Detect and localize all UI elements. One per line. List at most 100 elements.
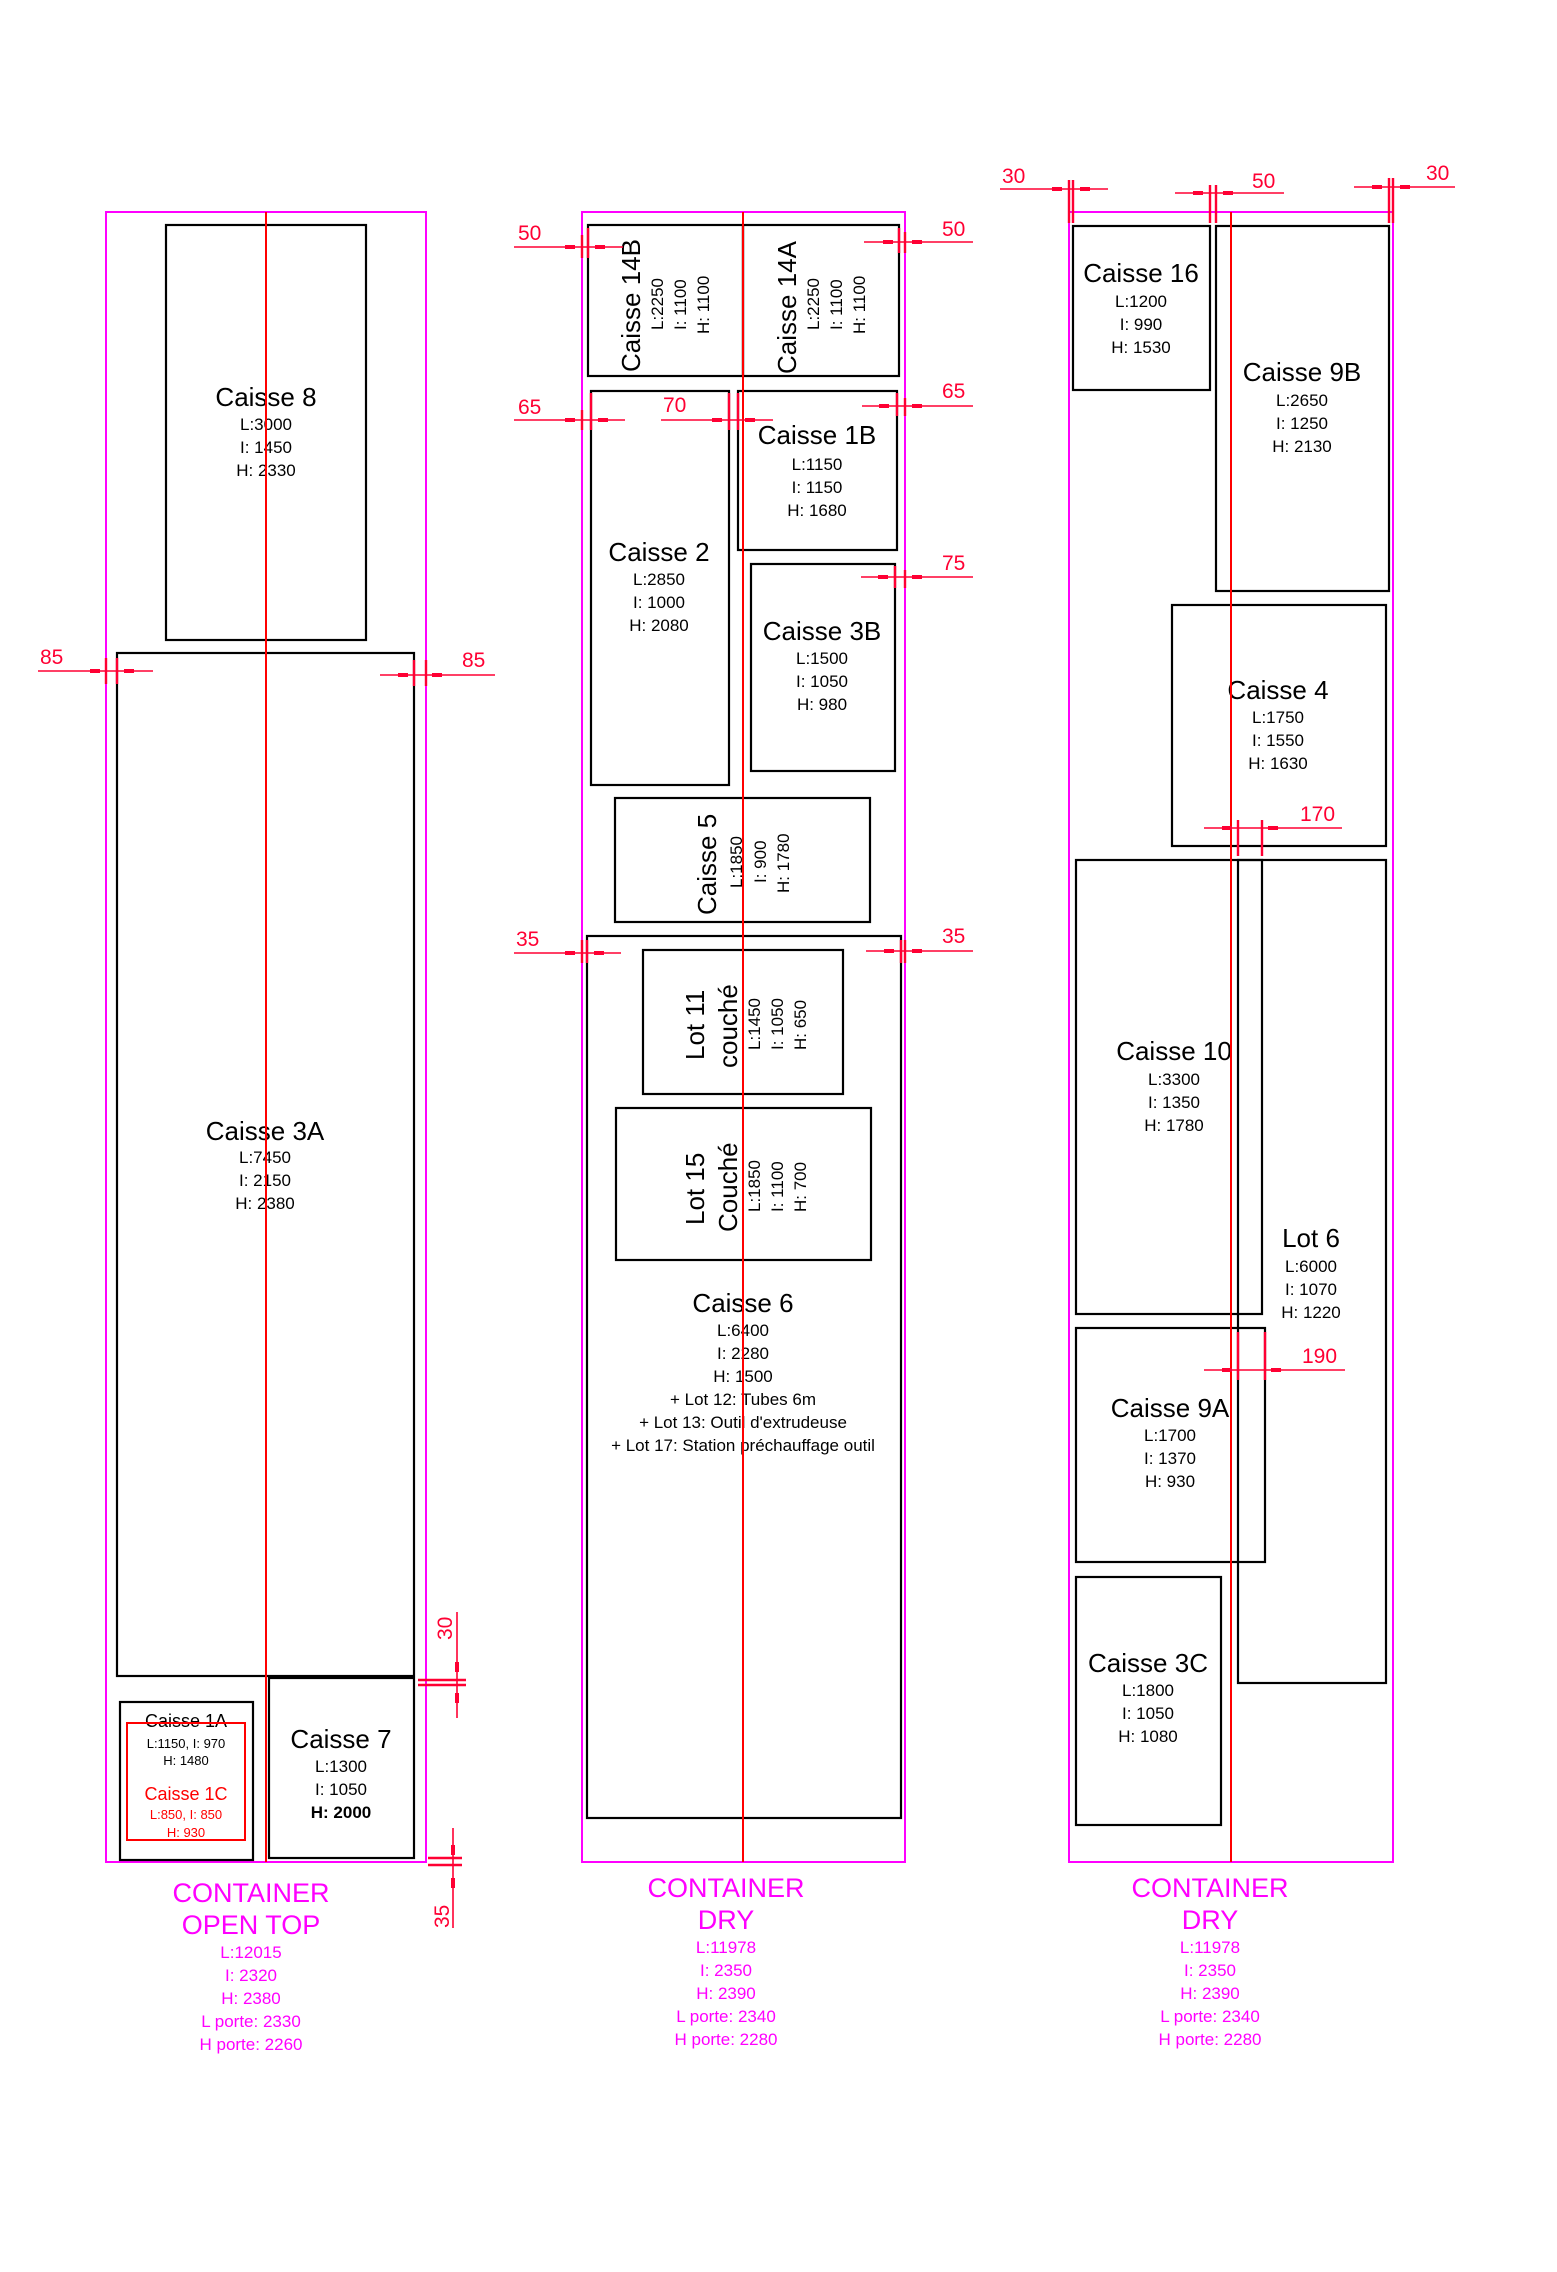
dimension-left-65: 65: [514, 393, 625, 430]
crate-width: I: 1100: [768, 1161, 787, 1212]
crate-title: Caisse 10: [1116, 1036, 1232, 1066]
door-width: L porte: 2340: [676, 2007, 776, 2026]
dimension-right-75: 75: [861, 552, 973, 588]
dimension-label: 70: [663, 394, 686, 417]
dimension-right-85: 85: [380, 649, 495, 686]
crate-outline: [749, 562, 897, 773]
dimension-left-85: 85: [38, 646, 153, 684]
crate-caisse-3c[interactable]: Caisse 3C L:1800 I: 1050 H: 1080: [1074, 1575, 1223, 1827]
crate-outline: [1214, 224, 1391, 593]
crate-height: H: 1080: [1118, 1727, 1178, 1746]
crate-width: I: 1070: [1285, 1280, 1337, 1299]
crate-caisse-16[interactable]: Caisse 16 L:1200 I: 990 H: 1530: [1071, 224, 1212, 392]
crate-caisse-1a[interactable]: Caisse 1A L:1150, I: 970 H: 1480: [118, 1700, 255, 1862]
crate-outline: [1074, 1575, 1223, 1827]
container-type-line1: CONTAINER: [172, 1878, 329, 1908]
container-height: H: 2390: [1180, 1984, 1240, 2003]
crate-height: H: 1680: [787, 501, 847, 520]
crate-outline: [1236, 858, 1388, 1685]
dimension-label: 35: [516, 928, 539, 951]
container-height: H: 2390: [696, 1984, 756, 2003]
crate-height: H: 1630: [1248, 754, 1308, 773]
container-type-line1: CONTAINER: [647, 1873, 804, 1903]
crate-height: H: 2000: [311, 1803, 371, 1822]
crate-height: H: 2130: [1272, 437, 1332, 456]
crate-outline: [1071, 224, 1212, 392]
dimension-right-50: 50: [864, 218, 973, 253]
crate-length: L:1150: [792, 455, 843, 474]
container-type-line2: OPEN TOP: [182, 1910, 321, 1940]
container-type-line2: DRY: [1182, 1905, 1239, 1935]
crate-outline: [118, 1700, 255, 1862]
crate-height: H: 1220: [1281, 1303, 1341, 1322]
crate-title: Caisse 4: [1227, 675, 1328, 705]
crate-length: L:1700: [1144, 1426, 1196, 1445]
crate-length: L:1450: [745, 998, 764, 1050]
door-width: L porte: 2340: [1160, 2007, 1260, 2026]
crate-title: Caisse 9B: [1243, 357, 1362, 387]
crate-lot-6[interactable]: Lot 6 L:6000 I: 1070 H: 1220: [1236, 858, 1388, 1685]
crate-outline: [126, 1722, 246, 1841]
crate-width: I: 1250: [1276, 414, 1328, 433]
crate-length: L:1500: [796, 649, 848, 668]
crate-width: I: 1050: [1122, 1704, 1174, 1723]
crate-caisse-14a[interactable]: Caisse 14A L:2250 I: 1100 H: 1100: [741, 223, 901, 378]
dimension-label: 30: [1426, 162, 1449, 185]
crate-lot-11[interactable]: Lot 11 couché L:1450 I: 1050 H: 650: [641, 948, 845, 1096]
crate-outline: [267, 1676, 416, 1860]
crate-length: L:2650: [1276, 391, 1328, 410]
dimension-gap-170: 170: [1204, 803, 1342, 856]
crate-subtitle: Couché: [713, 1142, 743, 1232]
dimension-label: 50: [1252, 170, 1275, 193]
dimension-label: 190: [1302, 1345, 1337, 1368]
crate-subtitle: couché: [713, 984, 743, 1068]
dimension-gap-30: 30: [418, 1612, 466, 1718]
crate-length: L:6000: [1285, 1257, 1337, 1276]
container-length: L:12015: [220, 1943, 281, 1962]
container-width: I: 2320: [225, 1966, 277, 1985]
container-length: L:11978: [1180, 1938, 1240, 1957]
container-height: H: 2380: [221, 1989, 281, 2008]
crate-caisse-2[interactable]: Caisse 2 L:2850 I: 1000 H: 2080: [589, 389, 731, 787]
crate-caisse-4[interactable]: Caisse 4 L:1750 I: 1550 H: 1630: [1170, 603, 1388, 848]
crate-width: I: 900: [751, 840, 770, 883]
crate-height: H: 1780: [1144, 1116, 1204, 1135]
dimension-label: 50: [518, 222, 541, 245]
dimension-end-35: 35: [428, 1828, 462, 1928]
crate-title: Caisse 2: [608, 537, 709, 567]
container-length: L:11978: [696, 1938, 756, 1957]
crate-caisse-9b[interactable]: Caisse 9B L:2650 I: 1250 H: 2130: [1214, 224, 1391, 593]
dimension-right-65: 65: [862, 380, 973, 416]
crate-caisse-5[interactable]: Caisse 5 L:1850 I: 900 H: 1780: [613, 796, 872, 924]
dimension-label: 65: [518, 396, 541, 419]
dimension-gap-70: 70: [661, 393, 773, 430]
crate-caisse-1c[interactable]: Caisse 1C L:850, I: 850 H: 930: [126, 1722, 246, 1841]
door-width: L porte: 2330: [201, 2012, 301, 2031]
dimension-gap-190: 190: [1204, 1332, 1345, 1380]
dimension-left-50: 50: [514, 222, 623, 258]
crate-caisse-10[interactable]: Caisse 10 L:3300 I: 1350 H: 1780: [1074, 858, 1264, 1316]
crate-caisse-1b[interactable]: Caisse 1B L:1150 I: 1150 H: 1680: [736, 389, 899, 552]
crate-length: L:1850: [745, 1160, 764, 1212]
crate-length: L:1800: [1122, 1681, 1174, 1700]
crate-title: Caisse 1C: [144, 1784, 227, 1804]
crate-title: Caisse 16: [1083, 258, 1199, 288]
crate-length: L:3300: [1148, 1070, 1200, 1089]
crate-caisse-3b[interactable]: Caisse 3B L:1500 I: 1050 H: 980: [749, 562, 897, 773]
dimension-label: 35: [431, 1905, 454, 1928]
crate-height: H: 930: [1145, 1472, 1195, 1491]
crate-width: I: 1370: [1144, 1449, 1196, 1468]
container-type-line2: DRY: [698, 1905, 755, 1935]
crate-caisse-14b[interactable]: Caisse 14B L:2250 I: 1100 H: 1100: [586, 223, 745, 378]
crate-caisse-9a[interactable]: Caisse 9A L:1700 I: 1370 H: 930: [1074, 1326, 1267, 1564]
crate-length: L:2250: [804, 278, 823, 330]
crate-height: H: 1530: [1111, 338, 1171, 357]
crate-caisse-7[interactable]: Caisse 7 L:1300 I: 1050 H: 2000: [267, 1676, 416, 1860]
crate-title: Lot 11: [680, 990, 710, 1060]
crate-width: I: 1000: [633, 593, 685, 612]
crate-width: I: 1050: [315, 1780, 367, 1799]
crate-length: L:2250: [648, 278, 667, 330]
crate-title: Caisse 7: [290, 1724, 391, 1754]
crate-lot-15[interactable]: Lot 15 Couché L:1850 I: 1100 H: 700: [614, 1106, 873, 1262]
dimension-right-30: 30: [1354, 162, 1455, 223]
